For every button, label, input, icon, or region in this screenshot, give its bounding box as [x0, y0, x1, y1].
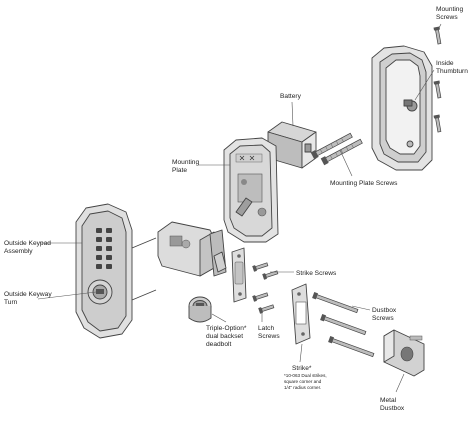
strike-screws-label: Strike Screws — [296, 270, 337, 277]
dustbox-screws-label: Dustbox Screws — [372, 307, 398, 322]
inside-thumbturn-label: Inside Thumbturn — [436, 60, 468, 75]
leader-lines — [37, 23, 442, 393]
metal-dustbox-label: Metal Dustbox — [380, 397, 405, 412]
mounting-plate-screws-label: Mounting Plate Screws — [330, 180, 398, 187]
triple-option-label: Triple-Option* dual backset deadbolt — [206, 325, 248, 348]
strike-screws — [252, 262, 279, 280]
outside-keypad-assembly-label: Outside Keypad Assembly — [4, 240, 53, 255]
latch-faceplate — [231, 247, 247, 303]
strike-note: *10-063 Dual strikes, square corner and … — [284, 373, 328, 390]
battery-label: Battery — [280, 93, 302, 100]
strike-label: Strike* — [292, 365, 312, 372]
labels: Mounting Screws Inside Thumbturn Battery… — [4, 6, 468, 412]
outside-keyway-turn-label: Outside Keyway Turn — [4, 291, 54, 306]
keypad-buttons — [96, 228, 112, 269]
mounting-plate-label: Mounting Plate — [172, 159, 201, 174]
latch-screws-label: Latch Screws — [258, 325, 280, 340]
keyway-turn — [188, 296, 212, 323]
mounting-screws — [433, 26, 442, 133]
dustbox-screws — [312, 291, 375, 358]
mounting-screws-label: Mounting Screws — [436, 6, 465, 21]
outside-keypad-assembly — [75, 203, 157, 339]
mounting-plate — [223, 137, 279, 243]
latch-screws — [252, 292, 275, 314]
mounting-plate-screws — [310, 132, 363, 166]
metal-dustbox — [383, 329, 425, 377]
inside-thumbturn-assembly — [371, 45, 433, 171]
triple-option-deadbolt — [157, 221, 227, 277]
strike-plate — [291, 283, 311, 345]
